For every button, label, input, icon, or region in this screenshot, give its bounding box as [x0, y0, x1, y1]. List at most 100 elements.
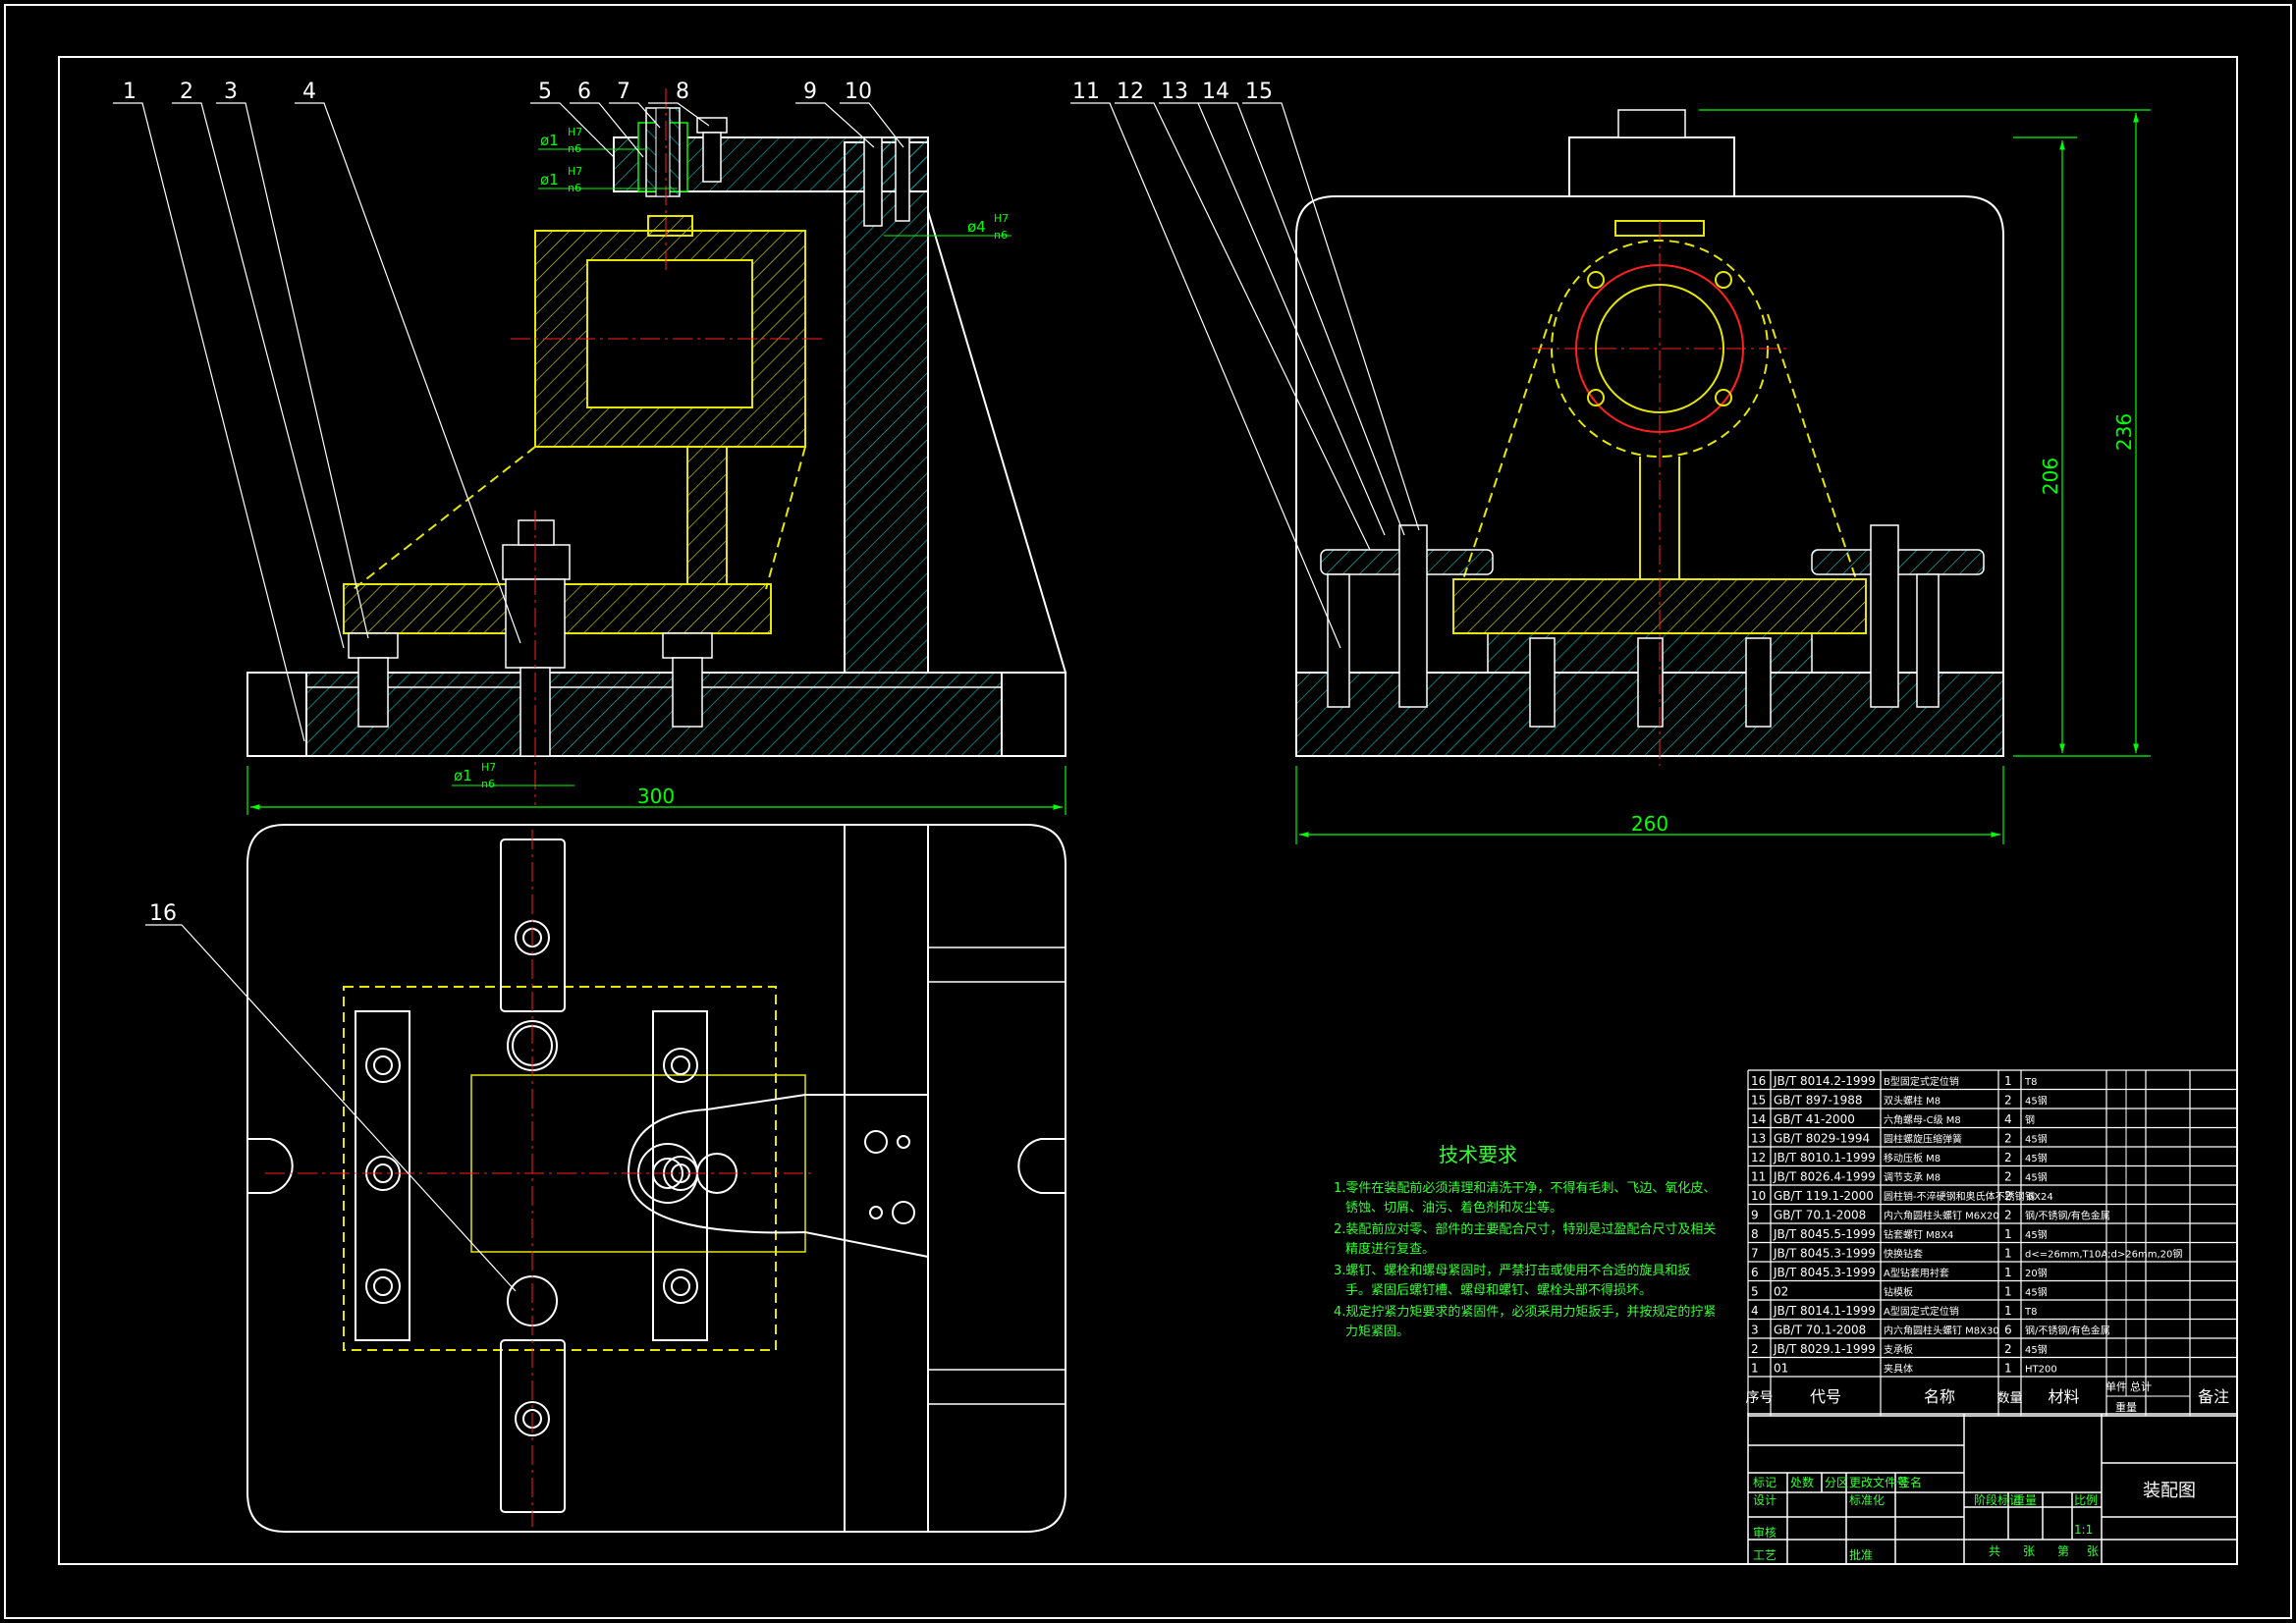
bom-qty: 2	[2004, 1342, 2012, 1356]
svg-text:标准化: 标准化	[1849, 1493, 1885, 1507]
bom-qty: 1	[2004, 1074, 2012, 1088]
bom-code: GB/T 41-2000	[1774, 1112, 1855, 1126]
leader-9: 9	[803, 80, 817, 104]
bom-qty: 2	[2004, 1189, 2012, 1203]
svg-text:n6: n6	[481, 778, 495, 790]
svg-text:ø1: ø1	[540, 132, 559, 149]
svg-text:H7: H7	[481, 761, 496, 774]
bom-name: A型固定式定位销	[1884, 1305, 1959, 1318]
bom-name: 双头螺柱 M8	[1884, 1095, 1941, 1108]
bom-material: 45钢	[2025, 1286, 2048, 1299]
bom-no: 5	[1751, 1285, 1759, 1299]
bom-no: 3	[1751, 1324, 1759, 1337]
dim-300: 300	[246, 766, 1066, 815]
dim-260: 260	[1295, 766, 2004, 844]
svg-text:ø1: ø1	[540, 171, 559, 189]
front-column	[844, 141, 929, 674]
bom-code: GB/T 70.1-2008	[1774, 1209, 1866, 1222]
fit-annotations: ø1 H7 n6 ø1 H7 n6 ø4 H7 n6 ø1 H7 n6	[452, 126, 1011, 790]
bom-qty: 1	[2004, 1304, 2012, 1318]
svg-text:H7: H7	[994, 212, 1009, 225]
svg-text:ø1: ø1	[454, 767, 472, 784]
bom-no: 6	[1751, 1266, 1759, 1279]
svg-text:审核: 审核	[1753, 1525, 1777, 1540]
bom-header-cell: 总计	[2130, 1380, 2152, 1393]
svg-text:共: 共	[1989, 1544, 2000, 1558]
svg-text:工艺: 工艺	[1753, 1548, 1777, 1562]
leader-6: 6	[577, 80, 591, 104]
bom-no: 7	[1751, 1247, 1759, 1261]
svg-text:签名: 签名	[1898, 1475, 1922, 1489]
bom-material: 45钢	[2025, 1343, 2048, 1356]
bom-code: GB/T 8029-1994	[1774, 1132, 1870, 1146]
bom-material: 45钢	[2025, 1228, 2048, 1241]
leader-14: 14	[1202, 80, 1230, 104]
title-block	[1747, 1413, 2238, 1565]
bom-code: JB/T 8045.3-1999	[1773, 1247, 1876, 1261]
leader-1: 1	[123, 80, 137, 104]
svg-text:H7: H7	[568, 165, 582, 178]
bom-no: 14	[1751, 1112, 1766, 1126]
svg-text:第: 第	[2057, 1544, 2069, 1558]
leader-3: 3	[224, 80, 238, 104]
bom-name: 快换钻套	[1884, 1248, 1923, 1261]
dim-206: 206	[2013, 136, 2151, 757]
leader-8: 8	[676, 80, 689, 104]
front-view	[246, 88, 1067, 805]
bom-material: 钢	[2025, 1190, 2035, 1203]
bom-no: 1	[1751, 1362, 1759, 1376]
side-leaders	[1070, 102, 1420, 649]
leader-2: 2	[180, 80, 193, 104]
title-block-text: 标记 处数 分区 更改文件号 签名 设计 标准化 阶段标记 重量 比例 1:1 …	[1753, 1475, 2099, 1562]
bom-name: B型固定式定位销	[1884, 1075, 1959, 1088]
bom-name: 圆柱销-不淬硬钢和奥氏体不锈钢 6X24	[1884, 1190, 2053, 1203]
svg-text:更改文件号: 更改文件号	[1849, 1475, 1908, 1489]
bom-qty: 1	[2004, 1266, 2012, 1279]
bom-no: 10	[1751, 1189, 1766, 1203]
bom-material: 钢/不锈钢/有色金属	[2025, 1325, 2110, 1337]
bom-no: 8	[1751, 1227, 1759, 1241]
dim-206-text: 206	[2039, 458, 2062, 495]
svg-text:阶段标记: 阶段标记	[1974, 1492, 2021, 1507]
bom-qty: 4	[2004, 1112, 2012, 1126]
leader-15: 15	[1245, 80, 1273, 104]
bom-name: 支承板	[1884, 1343, 1913, 1356]
bom-code: 02	[1774, 1285, 1788, 1299]
front-leader-numbers: 1 2 3 4 5 6 7 8 9 10	[123, 80, 872, 104]
leader-5: 5	[538, 80, 552, 104]
bom-header-cell: 数量	[1996, 1391, 2022, 1406]
bom-code: JB/T 8014.1-1999	[1773, 1304, 1876, 1318]
svg-text:标记: 标记	[1753, 1476, 1777, 1489]
bom-header-cell: 备注	[2198, 1387, 2229, 1406]
bom-no: 9	[1751, 1209, 1759, 1222]
svg-text:张: 张	[2087, 1544, 2099, 1558]
bom-name: 内六角圆柱头螺钉 M6X20	[1884, 1210, 1999, 1222]
leader-11: 11	[1072, 80, 1100, 104]
bom-name: 内六角圆柱头螺钉 M8X30	[1884, 1325, 1999, 1337]
tech-title: 技术要求	[1439, 1143, 1517, 1166]
front-leaders	[113, 102, 904, 742]
svg-text:重量: 重量	[2013, 1493, 2037, 1507]
svg-text:1.零件在装配前必须清理和清洗干净，不得有毛刺、飞边、氧化皮: 1.零件在装配前必须清理和清洗干净，不得有毛刺、飞边、氧化皮、	[1334, 1180, 1716, 1196]
bom-code: JB/T 8026.4-1999	[1773, 1170, 1876, 1184]
bom-material: 45钢	[2025, 1095, 2048, 1108]
bom-material: 45钢	[2025, 1171, 2048, 1184]
svg-text:H7: H7	[568, 126, 582, 138]
svg-text:批准: 批准	[1849, 1547, 1873, 1562]
bom-no: 4	[1751, 1304, 1759, 1318]
svg-text:4.规定拧紧力矩要求的紧固件，必须采用力矩扳手，并按规定的拧: 4.规定拧紧力矩要求的紧固件，必须采用力矩扳手，并按规定的拧紧	[1334, 1304, 1716, 1320]
dim-236-text: 236	[2112, 413, 2136, 451]
bom-material: 45钢	[2025, 1152, 2048, 1164]
bom-material: HT200	[2025, 1365, 2057, 1376]
leader-10: 10	[845, 80, 872, 104]
bom-code: JB/T 8014.2-1999	[1773, 1074, 1876, 1088]
bom-no: 16	[1751, 1074, 1766, 1088]
bom-header-cell: 代号	[1810, 1387, 1841, 1406]
bom-material: d<=26mm,T10A;d>26mm,20钢	[2025, 1248, 2182, 1261]
bom-header-cell: 重量	[2115, 1400, 2137, 1414]
tech-requirements: 技术要求 1.零件在装配前必须清理和清洗干净，不得有毛刺、飞边、氧化皮、 锈蚀、…	[1334, 1143, 1716, 1339]
bom-qty: 1	[2004, 1227, 2012, 1241]
bom-header-cell: 序号	[1746, 1390, 1774, 1406]
bom-name: 圆柱螺旋压缩弹簧	[1884, 1133, 1962, 1146]
